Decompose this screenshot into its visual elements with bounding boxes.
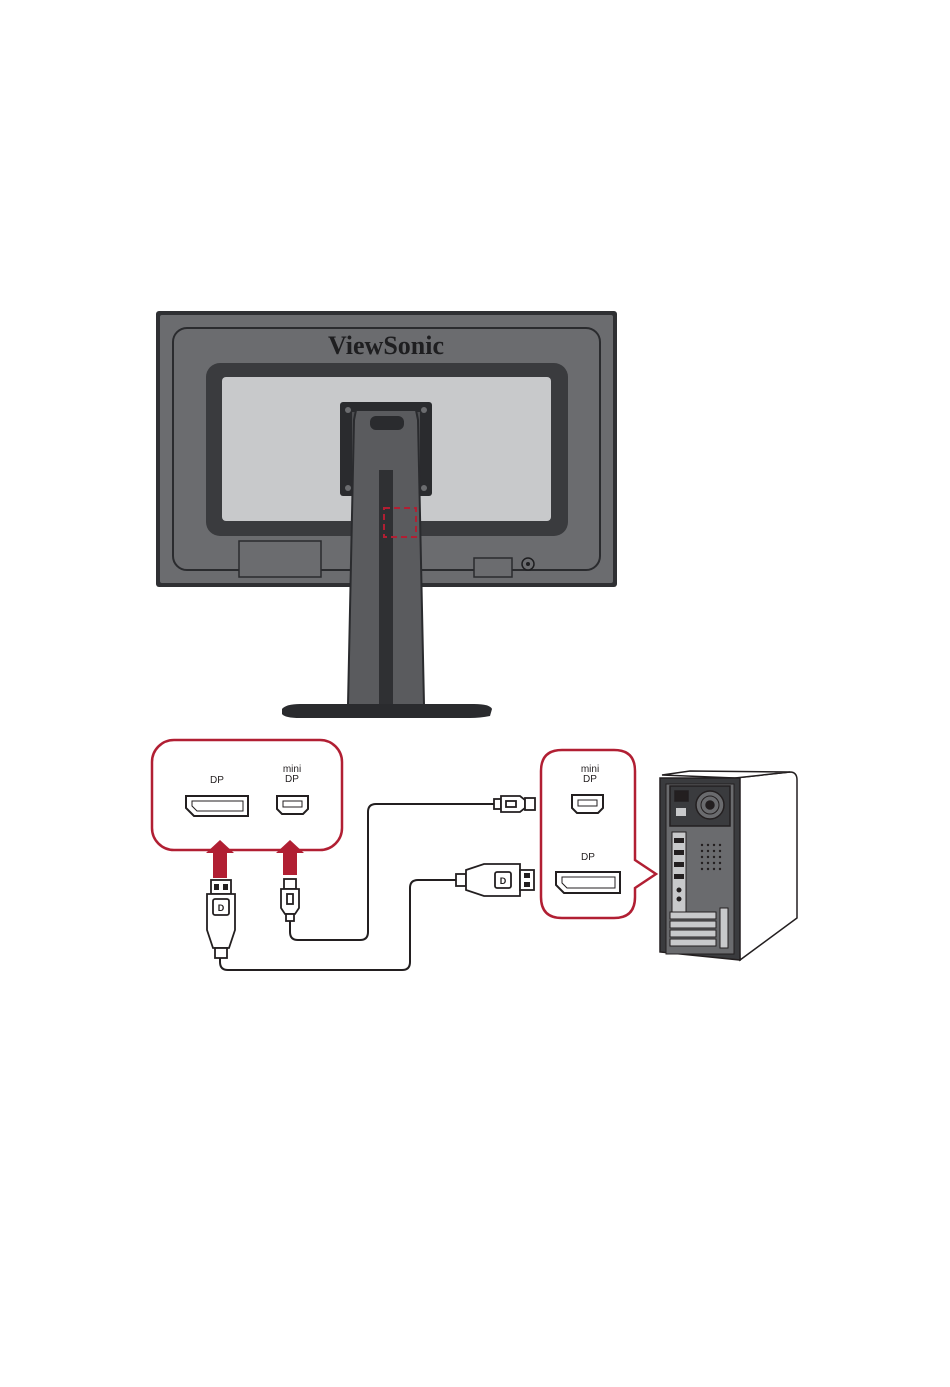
monitor-io-panel-right <box>474 558 512 577</box>
computer-mini-dp-label-line2: DP <box>583 774 597 785</box>
power-socket-icon <box>675 791 688 801</box>
monitor-dp-label: DP <box>210 775 224 786</box>
computer-tower <box>660 771 797 960</box>
stand-release-button <box>370 416 404 430</box>
dp-plug-computer-side: D <box>456 864 534 896</box>
svg-text:D: D <box>500 876 507 886</box>
computer-dp-port <box>556 872 620 893</box>
computer-dp-label: DP <box>581 852 595 863</box>
monitor-dp-port <box>186 796 248 816</box>
tower-side-panel <box>735 772 797 960</box>
mini-dp-plug-monitor-side <box>281 879 299 921</box>
svg-text:D: D <box>218 903 225 913</box>
monitor-brand-logo: ViewSonic <box>328 331 444 360</box>
dp-plug-monitor-side: D <box>207 880 235 958</box>
monitor-mini-dp-port <box>277 796 308 814</box>
dp-cable <box>220 880 456 970</box>
computer-mini-dp-port <box>572 795 603 813</box>
monitor-rear-view: ViewSonic <box>156 311 617 718</box>
monitor-io-panel-left <box>239 541 321 577</box>
power-switch-icon <box>676 808 686 816</box>
computer-ports-callout: mini DP DP <box>541 750 656 918</box>
monitor-ports-callout: DP mini DP <box>152 740 342 850</box>
mini-dp-plug-computer-side <box>494 796 535 812</box>
monitor-mini-dp-label-line2: DP <box>285 774 299 785</box>
stand-base <box>282 704 492 718</box>
